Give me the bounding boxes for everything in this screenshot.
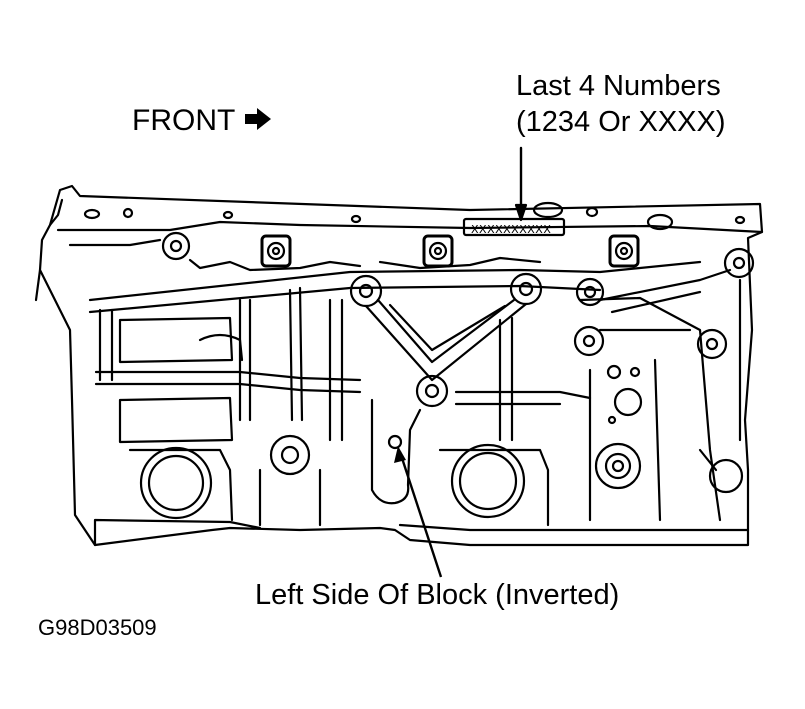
bolt-boss-2: [260, 234, 292, 268]
figure-id: G98D03509: [38, 615, 157, 640]
callout-label-line1: Last 4 Numbers: [516, 70, 721, 102]
bolt-boss-3: [422, 234, 454, 268]
callout-label-line2: (1234 Or XXXX): [516, 106, 726, 138]
v-brace: [364, 302, 528, 382]
arrow-right-icon: [243, 105, 273, 139]
bolt-boss-4: [608, 234, 640, 268]
front-text: FRONT: [132, 104, 236, 137]
serial-plate: [462, 217, 566, 237]
bottom-leader: [398, 451, 443, 578]
bearing-bore-right: [450, 443, 526, 519]
block-side-label: Left Side Of Block (Inverted): [255, 579, 620, 611]
block-outline: [38, 184, 764, 547]
serial-stamp: XXXXXXXXXX: [471, 223, 552, 236]
bearing-bore-left: [139, 446, 213, 520]
bearing-bore-rear: [594, 442, 642, 490]
bolt-boss-1: [161, 231, 191, 261]
front-label: FRONT: [132, 104, 273, 139]
